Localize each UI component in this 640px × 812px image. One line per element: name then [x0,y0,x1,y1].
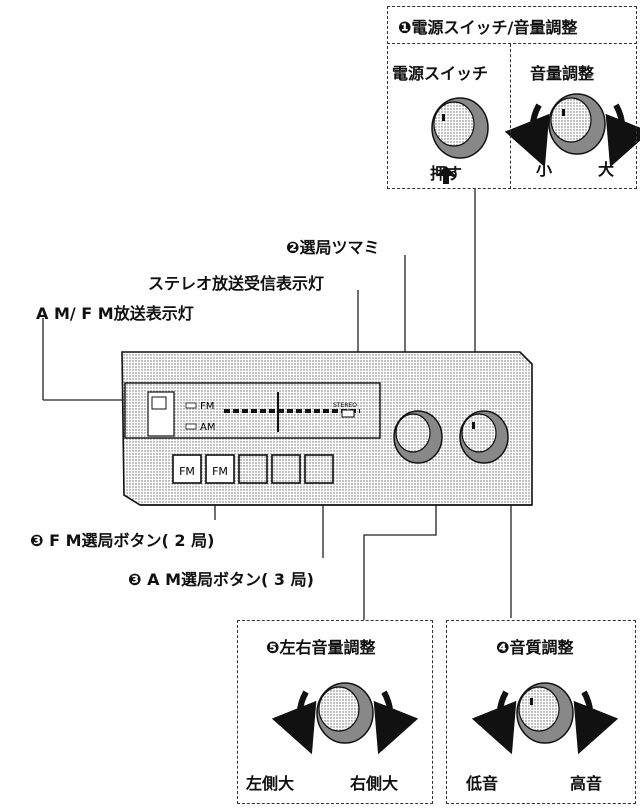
tone-knob-illustration [471,682,619,755]
am-buttons-label: ❸ A M選局ボタン( 3 局) [128,570,314,589]
push-label: 押す [430,164,463,183]
fm-buttons-label: ❸ F M選局ボタン( 2 局) [30,531,215,550]
stereo-indicator-label: ステレオ放送受信表示灯 [148,274,325,293]
preset-button-1[interactable] [172,454,202,484]
volume-knob-illustration [504,93,640,168]
tone-high-label: 高音 [570,774,603,793]
preset-label-1: FM [179,465,195,478]
balance-title: ❺左右音量調整 [266,638,376,657]
volume-large-label: 大 [598,160,615,179]
power-knob-illustration [431,97,489,184]
preset-button-2[interactable] [205,454,235,484]
tone-low-label: 低音 [466,774,499,793]
tone-title: ❹音質調整 [496,638,574,657]
balance-knob-illustration [271,682,419,755]
rotate-right-arrow-icon [573,690,619,755]
balance-left-label: 左側大 [246,774,295,793]
band-indicator-label: A M/ F M放送表示灯 [36,304,194,323]
rotate-right-arrow-icon [373,690,419,755]
push-arrow-icon [436,166,456,184]
power-switch-label: 電源スイッチ [392,64,489,83]
preset-button-5[interactable] [304,454,334,484]
rotate-left-arrow-icon [471,690,517,755]
tone-panel [446,620,636,804]
rotate-left-arrow-icon [271,690,317,755]
preset-label-2: FM [212,465,228,478]
preset-button-4[interactable] [271,454,301,484]
band-am-label: AM [200,422,215,433]
balance-panel [237,620,433,804]
band-fm-label: FM [200,401,214,412]
rotate-left-arrow-icon [504,103,550,168]
power-volume-divider [510,44,511,189]
rotate-right-arrow-icon [605,103,640,168]
preset-button-3[interactable] [238,454,268,484]
stereo-label: STEREO [333,402,357,409]
volume-small-label: 小 [536,160,553,179]
power-volume-title-box [387,6,637,44]
radio-unit: FM FM FM AM STEREO [121,351,533,506]
power-volume-title: ❶電源スイッチ/音量調整 [398,18,578,37]
volume-label: 音量調整 [530,64,595,83]
tuning-knob-label: ❷選局ツマミ [286,238,380,257]
balance-right-label: 右側大 [350,774,399,793]
